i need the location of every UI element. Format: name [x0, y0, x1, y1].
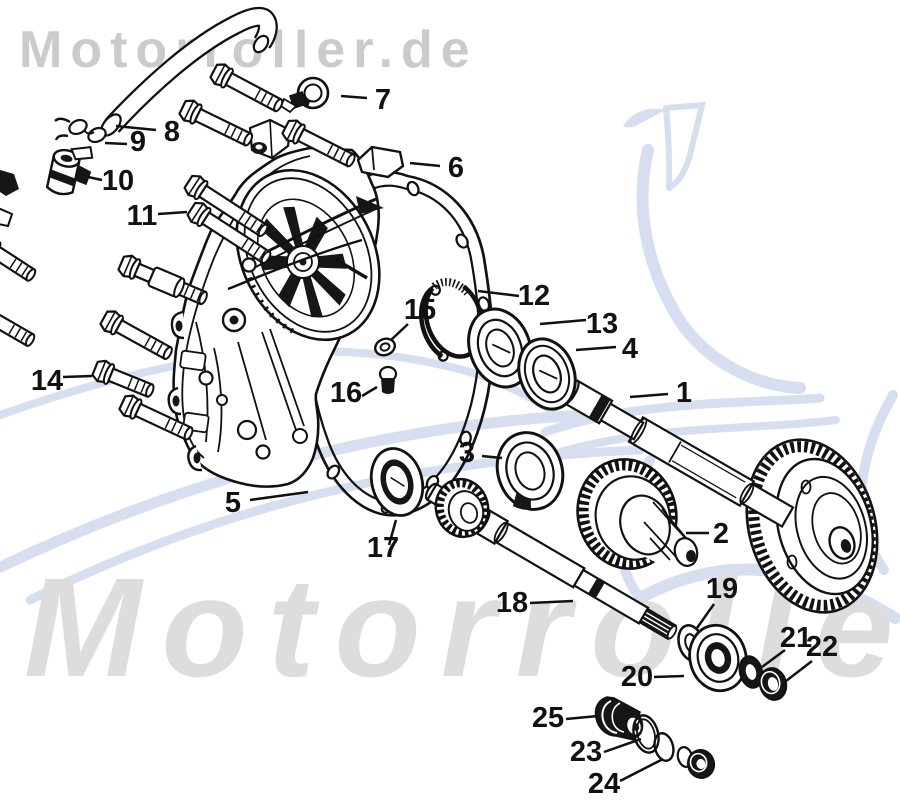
svg-text:8: 8 — [164, 116, 180, 148]
svg-text:3: 3 — [459, 437, 475, 469]
svg-text:11: 11 — [127, 200, 158, 232]
svg-text:2: 2 — [713, 518, 729, 550]
svg-text:15: 15 — [404, 294, 436, 326]
svg-text:4: 4 — [622, 333, 638, 365]
svg-text:6: 6 — [448, 152, 464, 184]
svg-text:13: 13 — [586, 308, 618, 340]
svg-text:14: 14 — [31, 365, 63, 397]
svg-text:10: 10 — [102, 165, 134, 197]
svg-text:19: 19 — [706, 573, 738, 605]
svg-text:21: 21 — [780, 622, 812, 654]
svg-text:1: 1 — [676, 377, 692, 409]
svg-text:23: 23 — [570, 736, 602, 768]
svg-text:16: 16 — [330, 377, 362, 409]
svg-text:5: 5 — [225, 487, 241, 519]
svg-text:18: 18 — [496, 587, 528, 619]
svg-text:24: 24 — [588, 768, 620, 800]
svg-text:7: 7 — [375, 84, 391, 116]
svg-text:25: 25 — [532, 702, 564, 734]
svg-text:12: 12 — [518, 280, 550, 312]
svg-text:20: 20 — [621, 661, 653, 693]
svg-text:9: 9 — [130, 126, 146, 158]
svg-text:17: 17 — [367, 532, 399, 564]
svg-text:22: 22 — [806, 631, 838, 663]
svg-text:Motorroller.de: Motorroller.de — [19, 21, 478, 79]
